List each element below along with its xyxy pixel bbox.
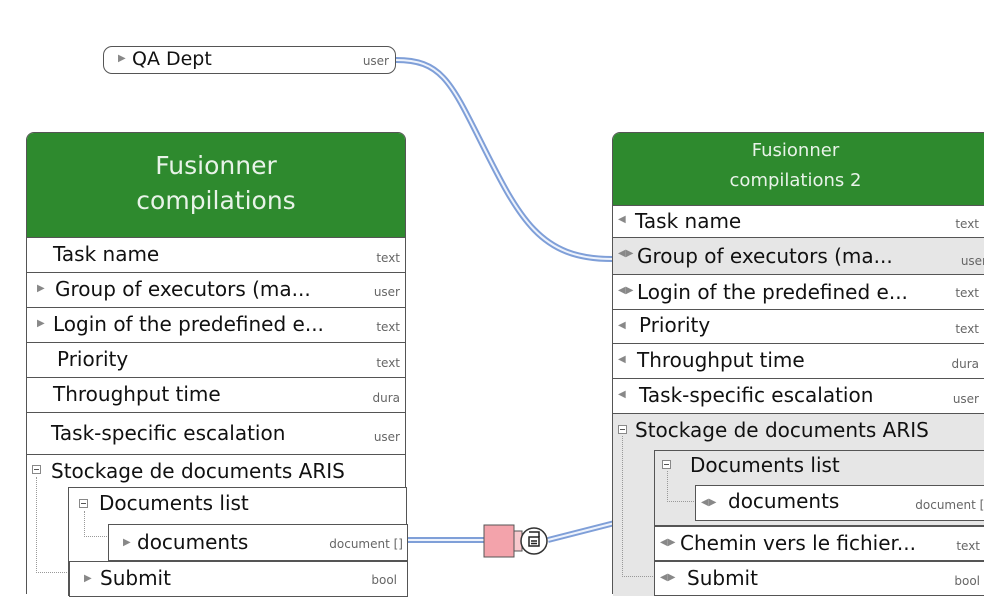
left-row-throughput-time[interactable]: Throughput time dura [27,377,405,413]
collapse-box-icon[interactable] [662,460,671,469]
bidirectional-arrow-icon: ◀▶ [701,497,717,508]
submit-type: bool [371,573,397,587]
right-row-priority[interactable]: ◀ Priority text [613,309,987,344]
left-documents-list[interactable]: Documents list ▶ documents document [] ▶… [68,487,408,597]
row-type: user [960,254,987,268]
left-row-task-name[interactable]: Task name text [27,237,405,273]
left-arrow-icon: ◀ [618,389,626,400]
row-type: dura [372,391,400,405]
collapse-box-icon[interactable] [618,425,627,434]
row-type: user [373,285,400,299]
documents-label: documents [728,489,840,513]
row-label: Task-specific escalation [639,383,874,407]
row-type: text [955,322,979,336]
left-box-header: Fusionner compilations [27,133,405,237]
row-label: Throughput time [53,382,221,406]
row-label: Group of executors (ma... [55,277,311,301]
right-chemin-item[interactable]: ◀▶ Chemin vers le fichier... text [654,526,987,561]
right-row-throughput-time[interactable]: ◀ Throughput time dura [613,343,987,379]
left-row-login[interactable]: ▶ Login of the predefined e... text [27,307,405,343]
documents-list-label: Documents list [690,453,840,477]
row-label: Priority [639,313,711,337]
right-row-group-of-executors[interactable]: ◀▶ Group of executors (ma... user [613,237,987,275]
documents-type: document [] [329,537,403,551]
left-arrow-icon: ◀ [618,354,626,365]
row-label: Task name [53,242,160,266]
row-label: Priority [57,347,129,371]
left-row-stockage[interactable]: Stockage de documents ARIS Documents lis… [27,454,408,597]
qa-dept-type: user [362,54,389,68]
row-type: user [373,430,400,444]
documents-type: document [] [915,498,987,512]
transform-node[interactable] [483,524,548,558]
row-type: text [376,320,400,334]
right-row-login[interactable]: ◀▶ Login of the predefined e... text [613,274,987,310]
chemin-type: text [956,539,980,553]
bidirectional-arrow-icon: ◀▶ [660,537,676,548]
row-label: Task-specific escalation [51,421,286,445]
left-row-priority[interactable]: Priority text [27,342,405,378]
row-type: user [952,392,979,406]
row-label: Throughput time [637,348,805,372]
tree-connector [84,511,109,537]
chemin-label: Chemin vers le fichier... [680,531,916,555]
row-type: text [376,251,400,265]
bidirectional-arrow-icon: ◀▶ [618,248,634,259]
row-label: Login of the predefined e... [53,312,324,336]
row-type: text [376,356,400,370]
right-box-header: Fusionner compilations 2 [613,133,987,205]
submit-type: bool [954,574,980,588]
collapse-box-icon[interactable] [79,499,88,508]
right-activity-box[interactable]: Fusionner compilations 2 ◀ Task name tex… [612,132,987,596]
right-row-task-name[interactable]: ◀ Task name text [613,205,987,238]
tree-connector [622,436,655,577]
row-label: Stockage de documents ARIS [635,418,929,442]
right-row-stockage[interactable]: Stockage de documents ARIS Documents lis… [613,413,987,596]
documents-list-label: Documents list [99,491,249,515]
expand-arrow-icon: ▶ [37,283,45,294]
tree-connector [36,477,69,573]
left-row-group-of-executors[interactable]: ▶ Group of executors (ma... user [27,272,405,308]
row-label: Task name [635,209,742,233]
submit-label: Submit [687,566,758,590]
transform-function-icon [528,531,540,547]
row-label: Stockage de documents ARIS [51,459,345,483]
documents-label: documents [137,530,249,554]
expand-arrow-icon: ▶ [118,53,126,64]
left-arrow-icon: ◀ [618,214,626,225]
row-type: text [955,217,979,231]
right-submit-item[interactable]: ◀▶ Submit bool [654,561,987,596]
right-documents-list[interactable]: Documents list ◀▶ documents document [] [654,450,987,526]
expand-arrow-icon: ▶ [84,573,92,584]
expand-arrow-icon: ▶ [123,537,131,548]
canvas-edge [984,0,987,609]
collapse-box-icon[interactable] [32,465,41,474]
left-row-task-escalation[interactable]: Task-specific escalation user [27,412,405,455]
qa-dept-node[interactable]: ▶ QA Dept user [103,46,396,74]
right-row-task-escalation[interactable]: ◀ Task-specific escalation user [613,378,987,414]
qa-dept-label: QA Dept [132,48,212,70]
right-box-title: Fusionner compilations 2 [729,140,862,191]
row-type: dura [951,357,979,371]
right-documents-item[interactable]: ◀▶ documents document [] [695,485,987,521]
connector-qa-to-group[interactable] [395,57,613,262]
left-arrow-icon: ◀ [618,320,626,331]
submit-label: Submit [100,566,171,590]
tree-connector [667,471,696,502]
row-label: Login of the predefined e... [637,280,908,304]
bidirectional-arrow-icon: ◀▶ [660,572,676,583]
bidirectional-arrow-icon: ◀▶ [618,285,634,296]
expand-arrow-icon: ▶ [37,318,45,329]
left-submit-item[interactable]: ▶ Submit bool [69,561,408,597]
row-label: Group of executors (ma... [637,244,893,268]
left-box-title: Fusionner compilations [136,151,296,215]
row-type: text [955,286,979,300]
left-documents-item[interactable]: ▶ documents document [] [108,524,408,561]
left-activity-box[interactable]: Fusionner compilations Task name text ▶ … [26,132,408,597]
